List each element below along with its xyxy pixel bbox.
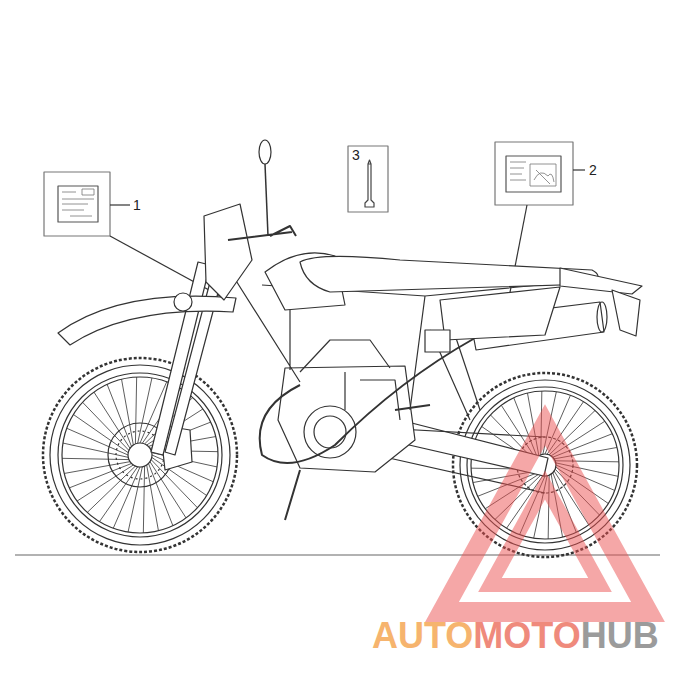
part-box (495, 142, 573, 205)
plate-bracket (612, 290, 640, 336)
decal-symbol (58, 186, 98, 222)
watermark-text: AUTO (372, 618, 473, 654)
callout-number: 3 (352, 148, 360, 162)
spoke (64, 462, 130, 474)
headlight-fairing (204, 204, 252, 300)
spoke (122, 379, 134, 445)
spoke (94, 392, 130, 448)
part-box (348, 146, 388, 212)
part-box (44, 172, 110, 236)
spoke (128, 467, 142, 532)
side-panel (440, 287, 560, 340)
spoke (62, 458, 129, 459)
spoke (87, 466, 135, 512)
spoke (73, 414, 128, 452)
spoke (83, 402, 129, 450)
spoke (143, 466, 144, 533)
exhaust-pipe (260, 338, 475, 463)
leader-line (110, 204, 130, 205)
spoke (77, 465, 133, 501)
spoke (99, 467, 137, 522)
engine (278, 366, 415, 472)
callout-number: 1 (133, 198, 141, 212)
decal-symbol (506, 156, 561, 192)
front-wheel (43, 358, 237, 552)
spoke (113, 467, 140, 528)
rear-fender (560, 268, 642, 294)
decal-lines (510, 162, 556, 186)
screw-symbol (365, 160, 374, 207)
seat (300, 256, 598, 292)
spoke (138, 378, 152, 443)
handlebar (228, 226, 296, 240)
leader-line (573, 169, 585, 170)
watermark-text: MOTO (473, 618, 580, 654)
spoke (67, 428, 128, 455)
front-fender (58, 296, 236, 345)
spoke (150, 462, 186, 518)
mirror-stalk (265, 164, 268, 236)
decal-lines (62, 189, 94, 216)
spoke (63, 443, 128, 457)
watermark-text: HUB (581, 618, 659, 654)
callout-number: 2 (589, 163, 597, 177)
mirror (259, 140, 271, 164)
spoke (147, 465, 159, 531)
watermark-logo (442, 425, 648, 612)
spoke (135, 377, 136, 444)
